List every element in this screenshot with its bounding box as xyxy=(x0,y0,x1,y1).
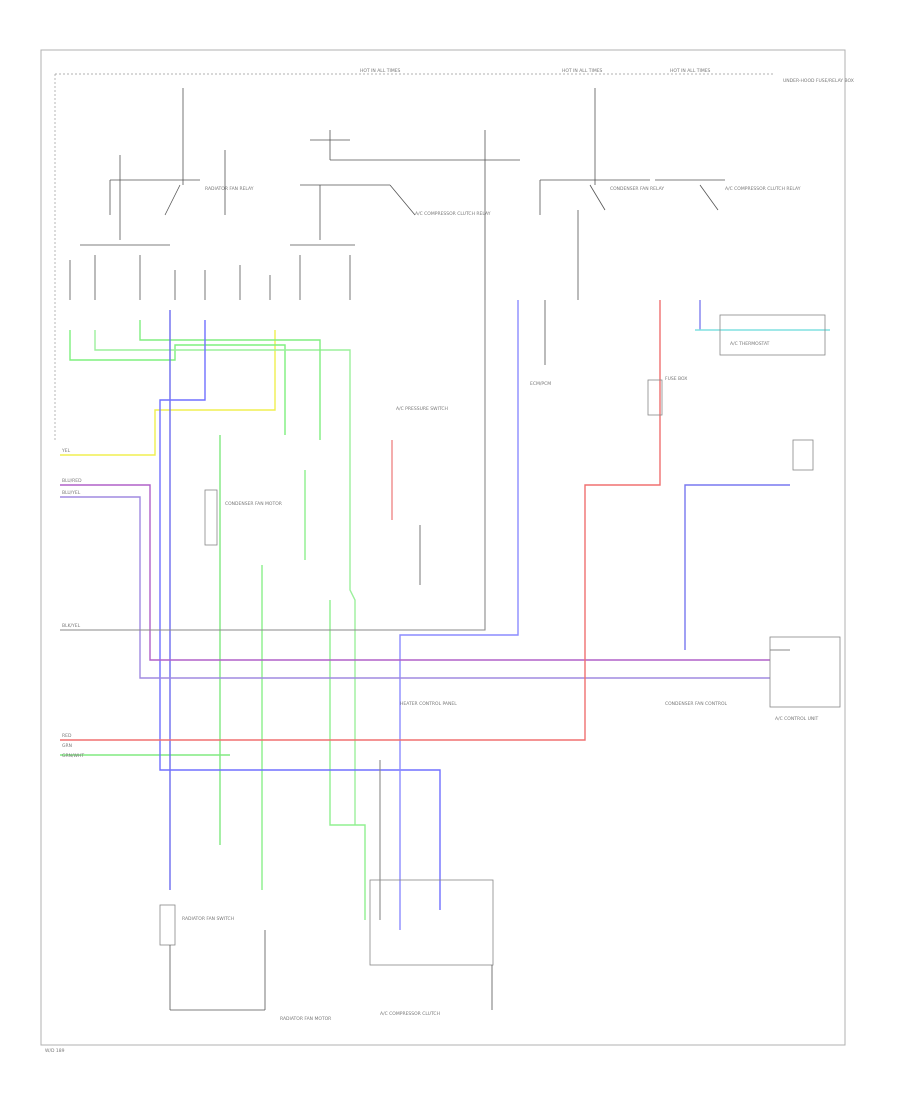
relay-label-condenser-fan: CONDENSER FAN RELAY xyxy=(610,186,664,192)
wire-label-blk-yel: BLK/YEL xyxy=(62,623,81,629)
component-box-ecm xyxy=(647,379,663,416)
wires xyxy=(60,300,830,930)
component-label-5: A/C COMPRESSOR CLUTCH xyxy=(380,1011,440,1017)
component-box-switch-right xyxy=(792,439,814,471)
wire-green-2 xyxy=(94,330,356,825)
relay-group-left: RADIATOR FAN RELAY xyxy=(80,88,254,246)
component-box-relay-bottom xyxy=(369,879,494,966)
relay-label-ac-compressor-2: A/C COMPRESSOR CLUTCH RELAY xyxy=(725,186,801,192)
fuse-box-note: UNDER-HOOD FUSE/RELAY BOX xyxy=(783,78,854,84)
wire-label-blu-yel: BLU/YEL xyxy=(62,490,81,496)
wire-label-blu-red: BLU/RED xyxy=(62,478,82,484)
component-label-6: HEATER CONTROL PANEL xyxy=(400,701,457,707)
component-label-8: FUSE BOX xyxy=(665,376,687,382)
wire-black-1 xyxy=(60,300,486,631)
wire-purple xyxy=(60,484,770,661)
wire-red-1 xyxy=(60,300,661,741)
component-label-10: RADIATOR FAN MOTOR xyxy=(280,1016,331,1022)
component-label-2: A/C PRESSURE SWITCH xyxy=(396,406,448,412)
components: CONDENSER FAN MOTOR A/C PRESSURE SWITCH … xyxy=(61,300,841,1022)
component-label-7: A/C THERMOSTAT xyxy=(730,341,770,347)
diagram-frame xyxy=(40,49,846,1046)
page-code: W/D 189 xyxy=(45,1048,65,1054)
wire-label-grn: GRN xyxy=(62,743,72,749)
component-box-control-unit xyxy=(769,636,841,708)
header-label-1: HOT IN ALL TIMES xyxy=(360,68,401,74)
relay-group-center: A/C COMPRESSOR CLUTCH RELAY xyxy=(290,130,520,246)
component-label-9: CONDENSER FAN CONTROL xyxy=(665,701,727,707)
wire-blue-3 xyxy=(399,300,519,930)
relay-group-right: CONDENSER FAN RELAY A/C COMPRESSOR CLUTC… xyxy=(539,88,801,215)
component-label-3: ECM/PCM xyxy=(530,381,551,387)
component-label-4: RADIATOR FAN SWITCH xyxy=(182,916,234,922)
header-label-2: HOT IN ALL TIMES xyxy=(562,68,603,74)
connector-stubs xyxy=(69,130,579,300)
component-label-1: CONDENSER FAN MOTOR xyxy=(225,501,282,507)
wire-label-grn-wht: GRN/WHT xyxy=(62,753,84,759)
wire-label-red: RED xyxy=(62,733,72,739)
component-box-switch-bottom-left xyxy=(159,904,176,946)
wire-blue-4 xyxy=(684,484,790,650)
component-box-ac-thermostat xyxy=(719,314,826,356)
wire-green-1 xyxy=(69,330,286,435)
component-box-condenser-control xyxy=(204,489,218,546)
wire-yellow xyxy=(60,330,276,456)
wire-green-3 xyxy=(139,320,321,440)
wire-blue-2 xyxy=(159,320,441,910)
component-label-11: A/C CONTROL UNIT xyxy=(775,716,819,722)
wire-label-yellow: YEL xyxy=(61,448,71,454)
header-label-3: HOT IN ALL TIMES xyxy=(670,68,711,74)
wire-green-7 xyxy=(329,600,366,920)
relay-label-radiator-fan: RADIATOR FAN RELAY xyxy=(205,186,254,192)
relay-label-ac-compressor: A/C COMPRESSOR CLUTCH RELAY xyxy=(415,211,491,217)
wire-blue-red xyxy=(60,496,770,679)
